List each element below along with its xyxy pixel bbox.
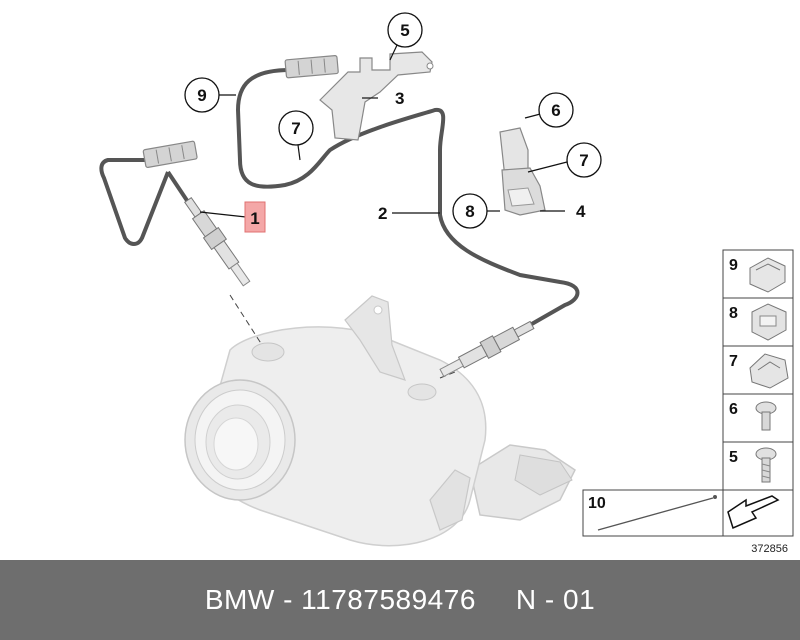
svg-text:9: 9 [197, 86, 206, 105]
svg-text:5: 5 [400, 21, 409, 40]
callout-6: 6 [538, 92, 574, 128]
svg-text:9: 9 [729, 257, 738, 274]
arrow-symbol [722, 489, 794, 537]
callout-7b: 7 [566, 142, 602, 178]
callout-8: 8 [452, 193, 488, 229]
svg-text:6: 6 [551, 101, 560, 120]
parts-diagram: 5 9 3 7 6 7 2 8 4 1 9 [99, 12, 794, 555]
svg-text:8: 8 [465, 202, 474, 221]
svg-text:2: 2 [378, 204, 387, 223]
oxygen-sensor-1 [99, 140, 251, 287]
svg-text:4: 4 [576, 202, 586, 221]
callout-3: 3 [395, 89, 404, 108]
legend-item-10: 10 [582, 489, 724, 537]
callout-1-highlighted: 1 [244, 201, 266, 233]
callout-9: 9 [184, 77, 220, 113]
holder-bracket [319, 51, 434, 141]
legend-item-9: 9 [729, 257, 786, 293]
svg-text:6: 6 [729, 401, 738, 418]
part-number-text: BMW - 11787589476 [204, 584, 476, 615]
callout-5: 5 [387, 12, 423, 48]
catalytic-converter [184, 295, 576, 547]
callout-2: 2 [378, 204, 387, 223]
svg-text:10: 10 [588, 495, 606, 512]
installation-lines [229, 294, 456, 379]
legend-item-5: 5 [729, 447, 777, 483]
svg-text:5: 5 [729, 449, 738, 466]
callout-7a: 7 [278, 110, 314, 146]
svg-text:3: 3 [395, 89, 404, 108]
svg-text:8: 8 [729, 305, 738, 322]
callout-leaders [199, 42, 568, 218]
clip-assembly [499, 127, 546, 216]
svg-text:7: 7 [729, 353, 738, 370]
legend-item-7: 7 [729, 353, 789, 389]
part-number-footer: BMW - 11787589476 N - 01 [0, 560, 800, 640]
callout-4: 4 [576, 202, 586, 221]
svg-text:7: 7 [291, 119, 300, 138]
diagram-reference-number: 372856 [751, 543, 788, 555]
legend-item-8: 8 [729, 303, 787, 341]
parts-legend: 9 8 7 6 5 [722, 249, 794, 491]
legend-item-6: 6 [729, 401, 777, 431]
oxygen-sensor-2 [235, 55, 580, 378]
page-reference-text: N - 01 [515, 584, 596, 615]
svg-text:7: 7 [579, 151, 588, 170]
svg-text:1: 1 [250, 209, 259, 228]
